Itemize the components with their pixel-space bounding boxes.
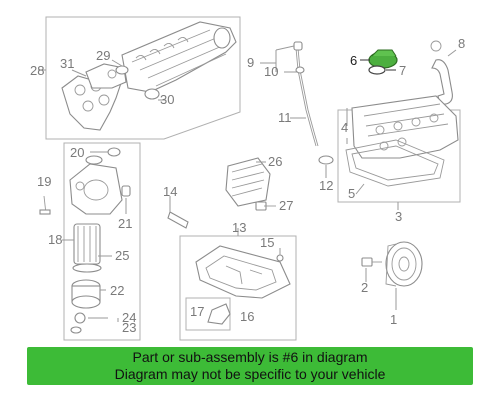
callout-5: 5 [348, 186, 355, 201]
bolt-2 [361, 257, 382, 267]
callout-16: 16 [240, 309, 254, 324]
callout-3: 3 [395, 209, 402, 224]
callout-9: 9 [247, 55, 254, 70]
callout-27: 27 [279, 198, 293, 213]
valve-cover [351, 95, 459, 159]
intake-manifold [121, 21, 237, 93]
callout-13: 13 [232, 220, 246, 235]
callout-12: 12 [319, 178, 333, 193]
callout-1: 1 [390, 312, 397, 327]
dipstick [293, 41, 319, 147]
callout-2: 2 [361, 280, 368, 295]
callout-25: 25 [115, 248, 129, 263]
callout-4: 4 [341, 120, 348, 135]
banner-line-1: Part or sub-assembly is #6 in diagram [132, 349, 368, 365]
intake-group-frame [45, 16, 241, 140]
banner-line-2: Diagram may not be specific to your vehi… [114, 366, 386, 382]
oil-pan [195, 245, 291, 299]
o-ring-12 [318, 155, 334, 165]
drain-plug-set [70, 312, 86, 334]
callout-20: 20 [70, 145, 84, 160]
info-banner: Part or sub-assembly is #6 in diagram Di… [27, 347, 473, 385]
callout-19: 19 [37, 174, 51, 189]
callout-10: 10 [264, 64, 278, 79]
callout-23: 23 [122, 320, 136, 335]
callout-21: 21 [118, 216, 132, 231]
bolt-27 [255, 201, 276, 211]
callout-6: 6 [350, 53, 357, 68]
seal-20 [107, 147, 121, 157]
oil-pickup [207, 303, 231, 325]
callout-14: 14 [163, 184, 177, 199]
oil-filter-element [73, 223, 101, 265]
callout-24: 24 [122, 310, 136, 325]
callout-15: 15 [260, 235, 274, 250]
seal-ring-29 [115, 65, 129, 75]
callout-31: 31 [60, 56, 74, 71]
callout-11: 11 [278, 110, 292, 125]
callout-29: 29 [96, 48, 110, 63]
callout-22: 22 [110, 283, 124, 298]
oil-filler-cap [368, 49, 398, 75]
seal-ring-30 [144, 88, 160, 100]
callout-26: 26 [268, 154, 282, 169]
callout-18: 18 [48, 232, 62, 247]
callout-7: 7 [399, 63, 406, 78]
drain-plug-15 [276, 254, 284, 262]
oil-cooler [225, 157, 271, 207]
sensor-21 [121, 185, 131, 197]
callout-30: 30 [160, 92, 174, 107]
pipe-14 [167, 196, 189, 229]
callout-8: 8 [458, 36, 465, 51]
crank-pulley [385, 241, 423, 287]
filter-cap [71, 279, 101, 309]
cap-gasket [368, 65, 386, 75]
filter-group-frame [63, 142, 141, 341]
callout-28: 28 [30, 63, 44, 78]
breather-hose [430, 40, 453, 105]
valve-cover-gasket [345, 139, 445, 187]
filter-o-ring [72, 263, 102, 273]
filter-housing [69, 155, 123, 215]
oil-pan-frame [179, 235, 297, 341]
callout-17: 17 [190, 304, 204, 319]
bolt-19 [39, 195, 51, 215]
